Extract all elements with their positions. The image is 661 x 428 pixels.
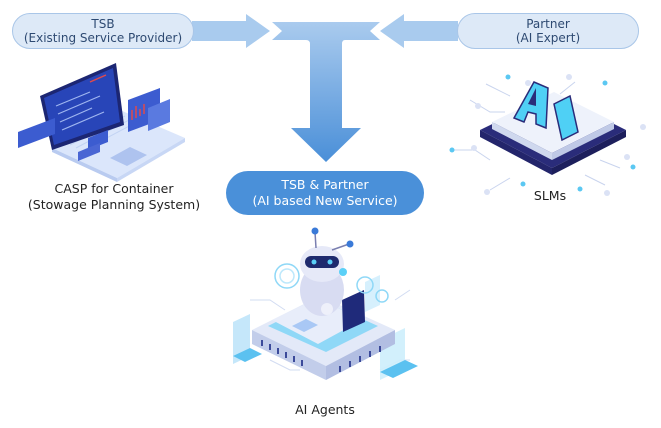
slms-caption: SLMs	[533, 188, 567, 203]
tsb-node-title: TSB	[91, 17, 115, 31]
combined-node-subtitle: (AI based New Service)	[252, 193, 398, 208]
arrow-left	[380, 14, 458, 48]
partner-node-title: Partner	[526, 17, 570, 31]
casp-caption-subtitle: (Stowage Planning System)	[27, 197, 201, 212]
casp-caption-title: CASP for Container	[54, 181, 174, 196]
combined-node: TSB & Partner (AI based New Service)	[226, 171, 424, 215]
arrow-down-merge	[272, 22, 380, 162]
casp-caption: CASP for Container (Stowage Planning Sys…	[14, 181, 214, 213]
tsb-node-subtitle: (Existing Service Provider)	[23, 31, 183, 45]
tsb-node: TSB (Existing Service Provider)	[12, 13, 194, 49]
combined-node-title: TSB & Partner	[281, 177, 369, 192]
arrow-right	[192, 14, 270, 48]
partner-node: Partner (AI Expert)	[457, 13, 639, 49]
agents-caption: AI Agents	[295, 402, 355, 417]
partner-node-subtitle: (AI Expert)	[515, 31, 581, 45]
